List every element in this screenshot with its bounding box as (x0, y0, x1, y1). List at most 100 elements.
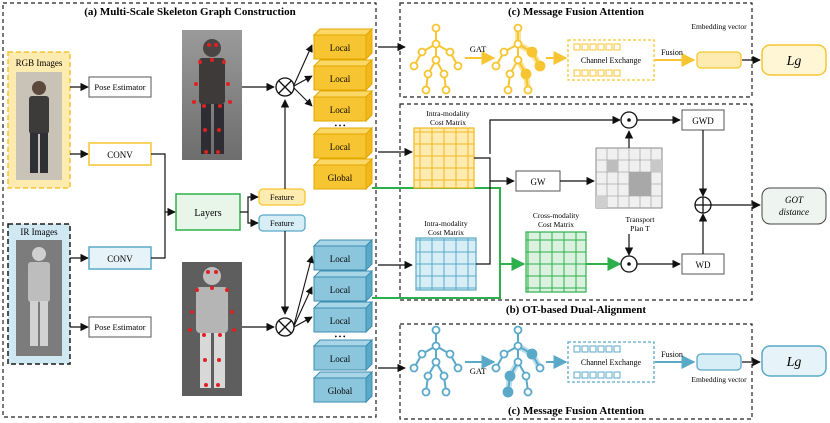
ir-pose-keypoints (188, 270, 236, 387)
ir-pose-image (182, 262, 242, 396)
section-c-bottom-border (399, 323, 753, 420)
section-c-top: (c) Message Fusion Attention GAT (378, 2, 827, 98)
section-b-title: (b) OT-based Dual-Alignment (506, 304, 647, 316)
ir-skeleton-nodes-2 (491, 325, 545, 398)
channel-exchange-rgb-label: Channel Exchange (581, 56, 642, 65)
rgb-torso-shape (29, 96, 49, 134)
transport-label-line1: Transport (626, 215, 656, 224)
rgb-input-panel: RGB Images (7, 51, 71, 189)
rgb-local-block: Local (312, 89, 374, 123)
ir-local-label-2: Local (330, 285, 351, 295)
rgb-pose-image (182, 30, 242, 160)
otimes-rgb (275, 77, 295, 97)
cross-label-line1: Cross-modality (533, 211, 579, 220)
ir-local-block: Local (312, 300, 374, 334)
lg-output-rgb-label: Lg (786, 54, 802, 69)
ir-stack-dots: • • • (335, 333, 346, 341)
ir-local-stack: Local Local Local • • • Local (312, 238, 374, 404)
fanout-ir (293, 255, 314, 328)
rgb-local-block: Local (312, 27, 374, 61)
channel-exchange-ir: Channel Exchange (567, 341, 655, 383)
rgb-local-block: Local (312, 126, 374, 160)
rgb-head-shape (32, 81, 46, 95)
gwd-label: GWD (692, 116, 714, 126)
rgb-local-block: Local (312, 58, 374, 92)
ir-input-panel: IR Images (7, 223, 71, 365)
ir-pose-torso (196, 287, 228, 333)
gat-ir-label: GAT (470, 366, 487, 376)
ir-local-block: Local (312, 269, 374, 303)
got-label-line1: GOT (785, 195, 804, 205)
rgb-local-label-2: Local (330, 74, 351, 84)
section-a: (a) Multi-Scale Skeleton Graph Construct… (2, 2, 377, 418)
fusion-ir-label: Fusion (661, 350, 683, 359)
rgb-stack-dots: • • • (335, 122, 346, 130)
intra-top-label-line1: Intra-modality (426, 109, 470, 118)
ir-leg-right (40, 301, 48, 346)
feature-rgb (258, 188, 306, 206)
ir-skeleton-nodes-1 (409, 325, 463, 397)
section-c-top-border (399, 2, 753, 98)
got-label-line2: distance (779, 207, 809, 217)
pose-estimator-ir (88, 316, 152, 338)
intra-top-label-line2: Cost Matrix (430, 118, 466, 127)
pose-estimator-rgb (88, 76, 152, 98)
rgb-skeleton-graph-1 (413, 28, 459, 91)
rgb-leg-left (30, 133, 38, 173)
rgb-local-label-1: Local (330, 43, 351, 53)
pose-estimator-rgb-label: Pose Estimator (94, 82, 145, 92)
embedding-vector-rgb-label: Embedding vector (691, 22, 747, 31)
section-b-border (399, 103, 753, 301)
transport-plan-matrix (595, 147, 663, 209)
ir-local-label-1: Local (330, 254, 351, 264)
section-a-title: (a) Multi-Scale Skeleton Graph Construct… (84, 6, 295, 18)
rgb-skeleton-nodes-2 (491, 23, 546, 95)
embedding-vector-ir-label: Embedding vector (691, 375, 747, 384)
ir-global-label: Global (328, 386, 353, 396)
gat-rgb-label: GAT (470, 44, 487, 54)
ir-torso-shape (28, 262, 50, 302)
rgb-skeleton-nodes-1 (409, 23, 463, 95)
section-c-top-title: (c) Message Fusion Attention (508, 6, 644, 18)
ir-local-block: Local (312, 238, 374, 272)
otimes-ir (275, 317, 295, 337)
section-a-border (2, 2, 377, 418)
rgb-local-stack: Local Local Local • • • Local (312, 27, 374, 191)
rgb-pose-keypoints (192, 43, 232, 154)
ir-global-block: Global (312, 370, 374, 404)
lg-output-ir-label: Lg (786, 355, 802, 370)
arrow-conv-rgb-to-layers (151, 153, 176, 217)
ir-local-label-4: Local (330, 354, 351, 364)
pose-estimator-ir-label: Pose Estimator (94, 322, 145, 332)
rgb-person-image (16, 72, 62, 180)
ir-person-image (16, 240, 62, 356)
intra-bottom-label-line1: Intra-modality (424, 219, 468, 228)
conv-rgb-label: CONV (107, 150, 133, 160)
arrow-intra-rgb-to-gw (474, 157, 515, 186)
gw-label: GW (531, 177, 546, 187)
intra-modality-matrix-ir (415, 237, 477, 291)
feature-ir (258, 214, 306, 232)
feature-rgb-label: Feature (270, 193, 294, 202)
arrow-layers-to-feature-rgb (240, 192, 259, 213)
section-c-bottom: (c) Message Fusion Attention GAT (378, 323, 827, 420)
arrow-layers-to-feature-ir (247, 212, 259, 228)
ir-head-shape (32, 247, 46, 261)
intra-bottom-label-line2: Cost Matrix (428, 228, 464, 237)
ir-local-block: Local (312, 338, 374, 372)
intra-modality-matrix-rgb (413, 127, 475, 189)
rgb-global-label: Global (328, 173, 353, 183)
fanout-rgb (293, 44, 313, 107)
rgb-pose-torso (199, 58, 225, 104)
arrow-global-ir-to-cross (372, 264, 501, 299)
embedding-vector-ir (696, 353, 742, 371)
embedding-vector-rgb (696, 51, 742, 69)
section-b: (b) OT-based Dual-Alignment Intra-modali… (372, 103, 753, 316)
layers-block (175, 193, 241, 231)
feature-ir-label: Feature (270, 219, 294, 228)
got-distance-output (761, 187, 827, 225)
ir-leg-left (30, 301, 38, 346)
ir-local-label-3: Local (330, 316, 351, 326)
rgb-global-block: Global (312, 157, 374, 191)
